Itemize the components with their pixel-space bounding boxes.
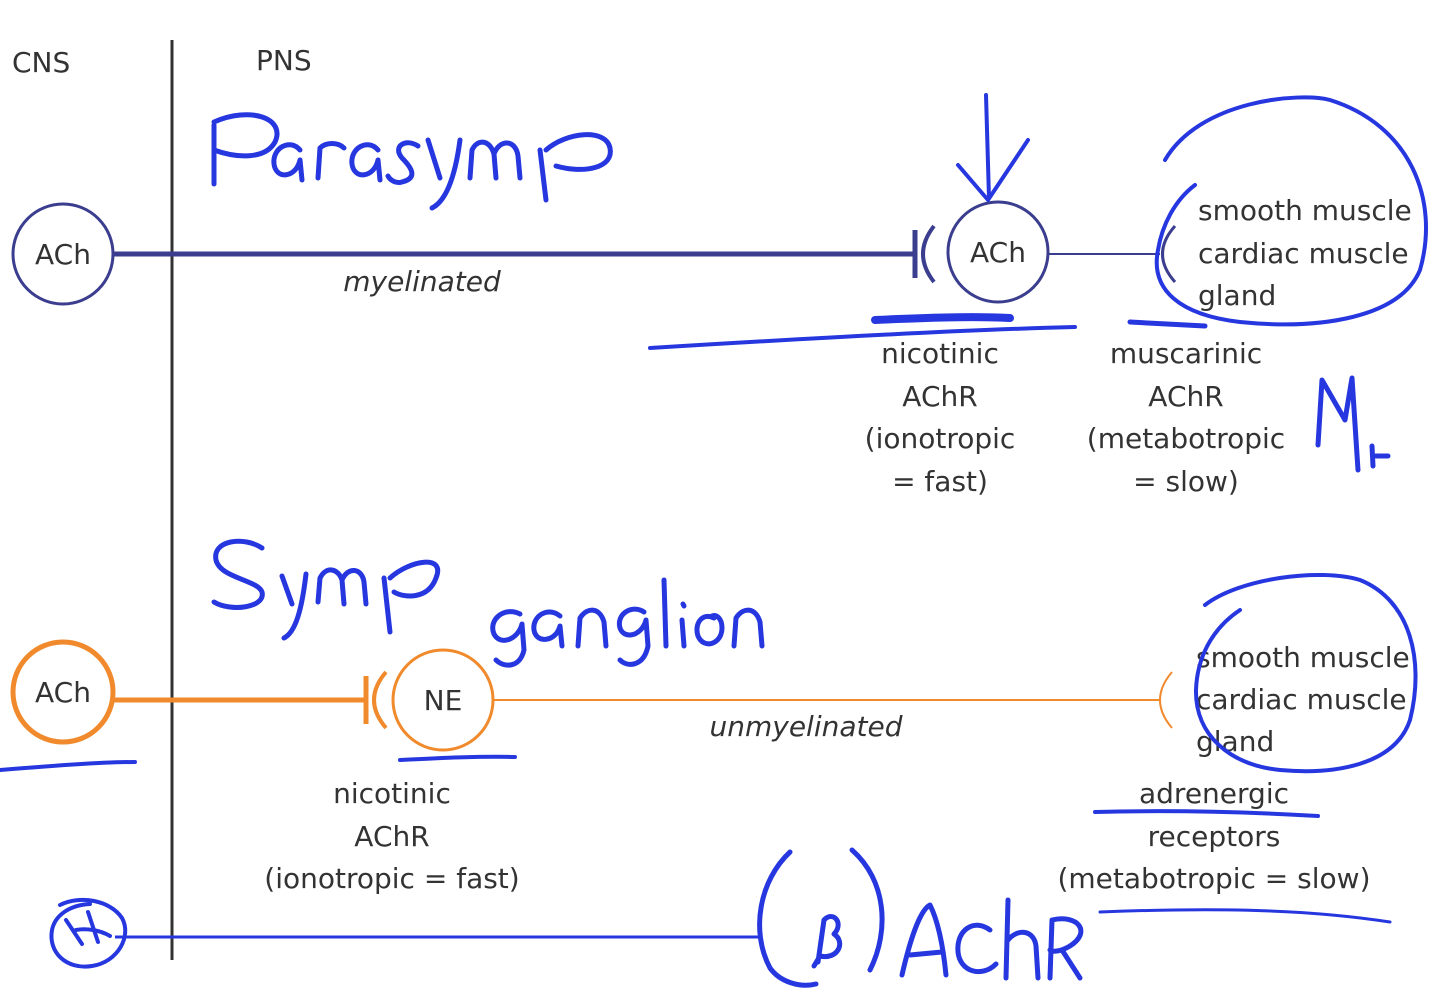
arrow-down-icon: [956, 93, 1030, 202]
receptor-line: (ionotropic: [865, 422, 1016, 455]
handwriting-achr: [757, 847, 1084, 988]
receptor-line: AChR: [354, 820, 429, 853]
parasymp-fiber-label: myelinated: [343, 265, 501, 298]
symp-ganglion-receptor: nicotinic AChR (ionotropic = fast): [264, 777, 519, 895]
symp-target-item: smooth muscle: [1196, 641, 1410, 674]
symp-ganglion-neuron: [391, 648, 495, 752]
symp-preganglionic-nt: ACh: [35, 676, 91, 709]
receptor-line: receptors: [1148, 820, 1281, 853]
symp-ganglion-nt: NE: [424, 684, 463, 717]
handwriting-symp: [211, 538, 441, 641]
cns-label: CNS: [12, 46, 70, 79]
symp-ganglion-synapse: [372, 670, 388, 730]
underlines-symp: [0, 754, 1392, 924]
parasymp-preganglionic-nt: ACh: [35, 238, 91, 271]
receptor-line: muscarinic: [1110, 337, 1262, 370]
symp-targets: smooth muscle cardiac muscle gland: [1196, 641, 1410, 758]
parasymp-target-item: cardiac muscle: [1198, 237, 1409, 270]
parasymp-preganglionic-neuron: [11, 202, 115, 306]
receptor-line: (metabotropic: [1087, 422, 1285, 455]
parasymp-ganglion-nt: ACh: [970, 236, 1026, 269]
pns-label: PNS: [256, 44, 312, 77]
parasymp-ganglion-neuron: [946, 200, 1050, 304]
target-circle-parasymp: [1154, 95, 1428, 327]
symp-target-synapse: [1159, 671, 1173, 729]
parasymp-ganglion-synapse: [921, 224, 936, 284]
receptor-line: AChR: [902, 380, 977, 413]
parasymp-target-receptor: muscarinic AChR (metabotropic = slow): [1087, 337, 1285, 498]
parasympathetic-pathway: ACh ACh myelinated smooth muscle cardiac…: [11, 194, 1412, 498]
receptor-line: (metabotropic = slow): [1057, 862, 1370, 895]
target-circle-symp: [1193, 573, 1418, 774]
symp-preganglionic-neuron: [10, 639, 116, 745]
receptor-line: nicotinic: [333, 777, 451, 810]
scribble-circle-icon: [49, 897, 128, 969]
receptor-line: = fast): [892, 465, 988, 498]
receptor-line: (ionotropic = fast): [264, 862, 519, 895]
parasymp-target-item: smooth muscle: [1198, 194, 1412, 227]
parasymp-target-synapse: [1161, 225, 1177, 283]
handwriting-parasymp: [211, 112, 613, 211]
handwriting-m1: [1315, 375, 1391, 473]
receptor-line: AChR: [1148, 380, 1223, 413]
handwriting-ganglion: [490, 577, 765, 668]
receptor-line: = slow): [1133, 465, 1239, 498]
parasymp-ganglion-receptor: nicotinic AChR (ionotropic = fast): [865, 337, 1016, 498]
handwritten-annotations: [0, 93, 1428, 988]
receptor-line: nicotinic: [881, 337, 999, 370]
symp-target-item: cardiac muscle: [1196, 683, 1407, 716]
receptor-line: adrenergic: [1139, 777, 1289, 810]
parasymp-targets: smooth muscle cardiac muscle gland: [1198, 194, 1412, 312]
symp-fiber-label: unmyelinated: [709, 710, 902, 743]
underlines-parasymp: [648, 313, 1208, 350]
parasymp-target-item: gland: [1198, 279, 1276, 312]
sympathetic-pathway: ACh NE unmyelinated smooth muscle cardia…: [10, 639, 1410, 895]
symp-target-receptor: adrenergic receptors (metabotropic = slo…: [1057, 777, 1370, 895]
